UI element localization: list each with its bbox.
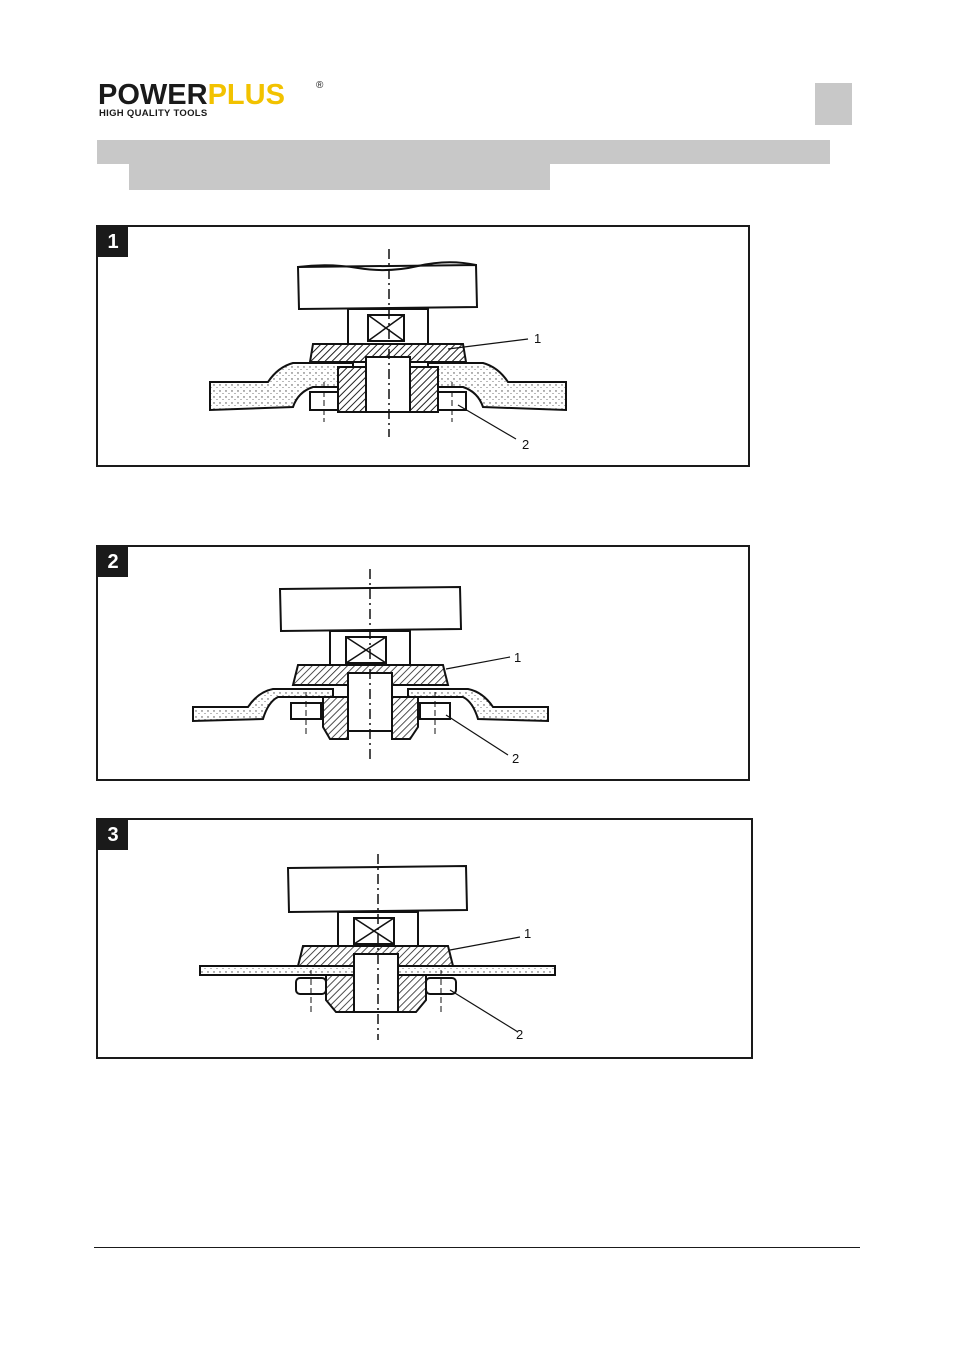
callout-2: 2 [516, 1027, 524, 1042]
callout-1: 1 [524, 926, 532, 941]
figure-2: 2 1 2 [96, 545, 750, 781]
figure-1-drawing [209, 249, 567, 440]
logo-word-plus: PLUS [207, 79, 285, 111]
figure-2-drawing [192, 569, 549, 762]
language-tab [815, 83, 852, 125]
registered-mark: ® [316, 80, 324, 91]
callout-1: 1 [514, 650, 522, 665]
logo-wordmark: POWERPLUS [98, 80, 285, 110]
powerplus-logo: POWERPLUS ® HIGH QUALITY TOOLS [98, 80, 338, 120]
callout-2: 2 [522, 437, 530, 452]
subheader-bar [129, 164, 550, 190]
figure-number-badge: 3 [98, 820, 128, 850]
figure-number-badge: 1 [98, 227, 128, 257]
callout-2: 2 [512, 751, 520, 766]
figure-3: 3 1 2 [96, 818, 753, 1059]
callout-1: 1 [534, 331, 542, 346]
header-bar [97, 140, 830, 164]
figure-number-badge: 2 [98, 547, 128, 577]
figure-1: 1 1 2 [96, 225, 750, 467]
footer-rule [94, 1247, 860, 1248]
figure-3-drawing [199, 854, 556, 1040]
logo-word-power: POWER [98, 79, 208, 111]
logo-tagline: HIGH QUALITY TOOLS [99, 108, 208, 119]
